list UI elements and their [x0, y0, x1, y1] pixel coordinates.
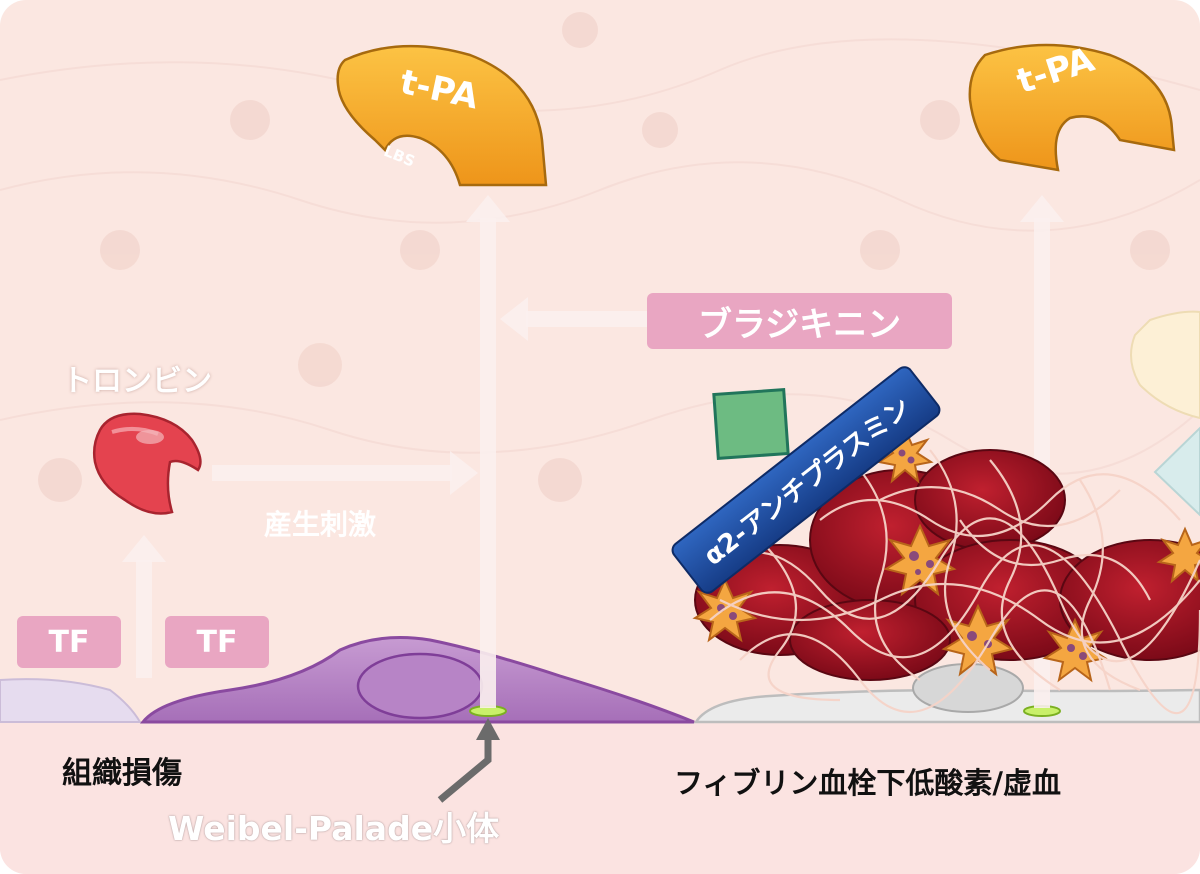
platelets: [692, 426, 1200, 683]
pointer-arrow-weibel-palade: [437, 718, 500, 803]
tpa-molecule-right: [968, 43, 1176, 172]
bradykinin-box: ブラジキニン: [647, 293, 952, 349]
faded-tpa-edge: [1130, 310, 1200, 420]
arrow-wp-to-tpa-left: [466, 195, 510, 708]
thrombin-label: トロンビン: [62, 364, 212, 399]
thrombin-molecule: [92, 412, 202, 515]
cell-nucleus-gray: [912, 663, 1024, 713]
tissue-layer: [0, 722, 1200, 874]
arrow-bradykinin: [500, 297, 650, 341]
weibel-palade-label: Weibel-Palade小体: [168, 809, 500, 848]
arrow-tf-to-thrombin: [122, 535, 166, 678]
arrow-thrombin-stimulus: [212, 451, 478, 495]
faded-diamond-edge: [1153, 426, 1200, 517]
fibrin-strands: [699, 449, 1200, 715]
tf-box-1: TF: [17, 616, 121, 668]
tf-box-2: TF: [165, 616, 269, 668]
production-stimulus-label: 産生刺激: [264, 508, 377, 541]
antiplasmin-bar: [671, 366, 941, 594]
endothelial-cell-left: [0, 678, 142, 723]
green-square: [712, 388, 790, 460]
tpa-molecule-left: [336, 44, 548, 187]
tissue-injury-label: 組織損傷: [62, 756, 182, 791]
cell-nucleus: [356, 652, 484, 720]
hypoxia-ischemia-label: フィブリン血栓下低酸素/虚血: [674, 766, 1062, 800]
